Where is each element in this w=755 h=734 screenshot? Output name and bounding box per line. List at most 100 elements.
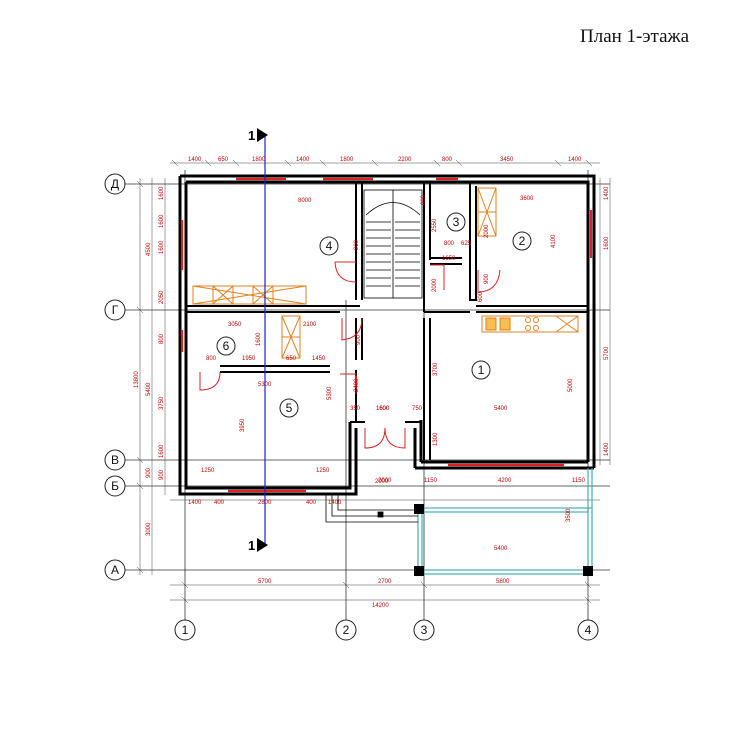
dim-text: 600 <box>421 194 427 205</box>
dim-text: 1400 <box>604 186 610 200</box>
axis-markers-horizontal: Д Г В Б А <box>104 173 126 581</box>
dim-text: 900 <box>356 334 362 345</box>
dim-text: 2800 <box>258 500 272 506</box>
axis-label-b: Б <box>111 479 119 493</box>
dimension-lines <box>136 159 611 604</box>
dim-text: 800 <box>444 241 455 247</box>
dim-text: 1250 <box>316 468 330 474</box>
dim-text: 2100 <box>303 322 317 328</box>
dim-text: 1400 <box>604 442 610 456</box>
dimensions-interior: 8000 3600 3050 2100 1950 650 1450 5300 8… <box>201 194 534 552</box>
axis-label-4: 4 <box>585 623 592 637</box>
dim-text: 5700 <box>604 346 610 360</box>
dim-text: 900 <box>146 467 152 478</box>
dim-text: 5400 <box>146 382 152 396</box>
dim-text: 1600 <box>159 240 165 254</box>
dim-text: 5400 <box>494 546 508 552</box>
dim-text: 1150 <box>424 478 438 484</box>
room-number-6: 6 <box>223 339 230 353</box>
dimensions-right: 1400 1600 5700 1400 4100 5000 3500 <box>551 186 610 522</box>
staircase <box>363 189 423 299</box>
dim-text: 2000 <box>378 478 392 484</box>
terrace <box>417 468 593 575</box>
section-mark-bottom: 1 <box>248 538 255 553</box>
axis-label-g: Г <box>112 303 119 317</box>
dim-text: 800 <box>442 157 453 163</box>
axis-label-d: Д <box>111 177 119 191</box>
dim-text: 900 <box>484 273 490 284</box>
dim-text: 3500 <box>566 508 572 522</box>
dim-text: 2000 <box>432 278 438 292</box>
dimensions-bottom: 1400 400 2800 400 1400 2000 1150 4200 11… <box>188 478 586 609</box>
dim-text: 1400 <box>188 500 202 506</box>
dim-text: 1800 <box>252 157 266 163</box>
dim-text: 5700 <box>258 579 272 585</box>
dim-text: 350 <box>350 406 361 412</box>
dimensions-left: 4500 5400 900 3000 13800 1600 1600 1600 … <box>134 186 165 536</box>
section-mark-top: 1 <box>248 128 255 143</box>
doors <box>199 261 501 449</box>
dim-text: 5000 <box>568 378 574 392</box>
dim-text: 5300 <box>327 386 333 400</box>
dim-text: 1400 <box>188 157 202 163</box>
dim-text: 625 <box>461 241 472 247</box>
dim-text: 3600 <box>520 196 534 202</box>
dim-text: 3750 <box>159 396 165 410</box>
dim-text: 2000 <box>375 479 389 485</box>
axis-grid-lines <box>125 170 610 620</box>
dim-text: 1250 <box>201 468 215 474</box>
axis-label-2: 2 <box>343 623 350 637</box>
room-markers: 1 2 3 4 5 6 <box>216 212 532 418</box>
dim-text: 14200 <box>372 603 389 609</box>
axis-label-a: А <box>111 563 119 577</box>
dim-text: 1650 <box>442 256 456 262</box>
dim-text: 4500 <box>146 242 152 256</box>
dim-text: 1600 <box>159 186 165 200</box>
dim-text: 8000 <box>298 198 312 204</box>
dim-text: 600 <box>478 291 484 302</box>
dim-text: 650 <box>218 157 229 163</box>
windows <box>180 177 593 493</box>
dim-text: 750 <box>412 406 423 412</box>
section-line: 1 1 <box>248 128 268 553</box>
dim-text: 2700 <box>378 579 392 585</box>
axis-label-v: В <box>111 453 119 467</box>
dim-text: 400 <box>214 500 225 506</box>
room-number-3: 3 <box>453 215 460 229</box>
page-title: План 1-этажа <box>580 26 690 47</box>
dim-text: 1400 <box>296 157 310 163</box>
dim-text: 1950 <box>242 356 256 362</box>
dim-text: 3050 <box>228 322 242 328</box>
dim-text: 1600 <box>159 444 165 458</box>
room-number-2: 2 <box>519 234 526 248</box>
dim-text: 2550 <box>432 218 438 232</box>
dim-text: 900 <box>354 239 360 250</box>
dim-text: 5300 <box>258 382 272 388</box>
dim-text: 2000 <box>484 224 490 238</box>
dim-text: 3700 <box>433 362 439 376</box>
dim-text: 1600 <box>376 406 390 412</box>
dim-text: 1600 <box>376 406 390 412</box>
dimensions-top: 1400 650 1800 1400 1800 2200 800 3450 14… <box>188 157 582 163</box>
dim-text: 1800 <box>340 157 354 163</box>
room-number-1: 1 <box>478 363 485 377</box>
dim-text: 1600 <box>604 236 610 250</box>
built-in-furniture <box>192 187 579 359</box>
interior-walls <box>186 181 588 460</box>
dim-text: 4100 <box>551 234 557 248</box>
dim-text: 1300 <box>433 432 439 446</box>
dim-text: 1450 <box>312 356 326 362</box>
dim-text: 4200 <box>498 478 512 484</box>
axis-label-1: 1 <box>182 623 189 637</box>
dim-text: 800 <box>206 356 217 362</box>
dim-text: 5400 <box>494 406 508 412</box>
dim-text: 3000 <box>146 522 152 536</box>
dim-text: 3450 <box>500 157 514 163</box>
dim-text: 2200 <box>398 157 412 163</box>
dim-text: 1150 <box>572 478 586 484</box>
dim-text: 1600 <box>256 332 262 346</box>
exterior-walls <box>178 174 596 496</box>
dim-text: 13800 <box>134 371 140 388</box>
dim-text: 2400 <box>354 378 360 392</box>
